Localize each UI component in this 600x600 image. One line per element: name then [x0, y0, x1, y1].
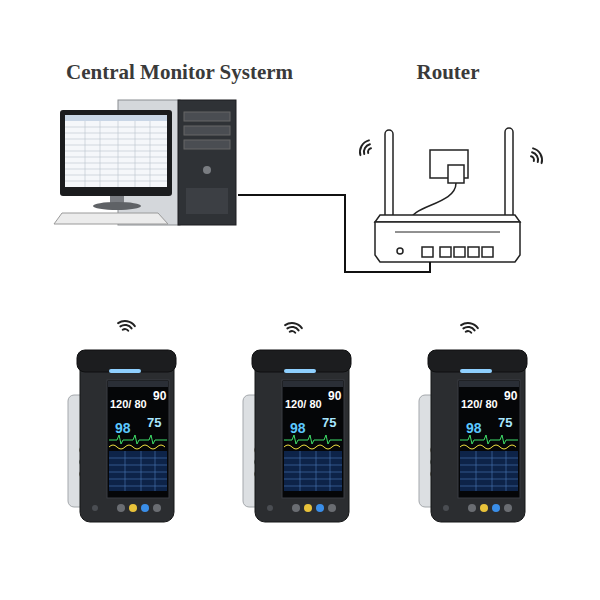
central-monitor-system: Central Monitor Systerm [60, 98, 238, 226]
patient-monitor-drawing [419, 350, 527, 522]
antenna [505, 128, 513, 225]
patient-monitor: 120/ 80 90 98 75 [240, 350, 350, 522]
wifi-symbol [460, 322, 478, 334]
monitor-screen [65, 115, 167, 187]
router: Router [372, 130, 524, 262]
patient-monitor-drawing [68, 350, 176, 522]
antenna [385, 130, 393, 225]
lan-port [468, 247, 479, 257]
patient-monitor-drawing [243, 350, 351, 522]
monitor-base [93, 202, 141, 210]
lan-port [440, 247, 451, 257]
pulse-value: 75 [498, 416, 512, 431]
tower-vent [186, 188, 228, 214]
power-adapter [448, 165, 464, 183]
drive-bay [184, 112, 230, 121]
patient-monitor: 120/ 80 90 98 75 [416, 350, 526, 522]
blood-pressure-value: 120/ 80 [285, 398, 322, 411]
router-body [375, 222, 520, 262]
heart-rate-value: 90 [328, 390, 341, 404]
pulse-value: 75 [147, 416, 161, 431]
blood-pressure-value: 120/ 80 [110, 398, 147, 411]
wifi-symbol [528, 147, 544, 166]
spo2-value: 98 [115, 420, 131, 436]
wifi-symbol [284, 322, 302, 334]
router-illustration [375, 128, 520, 262]
lan-port [482, 247, 493, 257]
heart-rate-value: 90 [153, 390, 166, 404]
blood-pressure-value: 120/ 80 [461, 398, 498, 411]
node-heading: Central Monitor Systerm [66, 60, 293, 84]
power-jack [397, 248, 403, 254]
spo2-value: 98 [290, 420, 306, 436]
router-stripe [395, 232, 500, 233]
monitor-frame [60, 110, 172, 196]
wifi-symbol [357, 139, 373, 158]
node-heading: Router [372, 60, 524, 84]
pulse-value: 75 [322, 416, 336, 431]
wifi-symbol [117, 320, 135, 332]
heart-rate-value: 90 [504, 390, 517, 404]
router-top [375, 215, 520, 222]
screen-header [65, 115, 167, 121]
patient-monitor: 120/ 80 90 98 75 [65, 350, 175, 522]
drive-bay [184, 126, 230, 135]
network-cable [238, 195, 430, 272]
computer-illustration [54, 100, 236, 225]
screen-grid [65, 121, 167, 187]
power-button [203, 166, 211, 174]
tower-front [178, 100, 236, 225]
spo2-value: 98 [466, 420, 482, 436]
lan-port [454, 247, 465, 257]
lan-port [422, 247, 433, 257]
keyboard [54, 213, 168, 224]
drive-bay [184, 140, 230, 149]
